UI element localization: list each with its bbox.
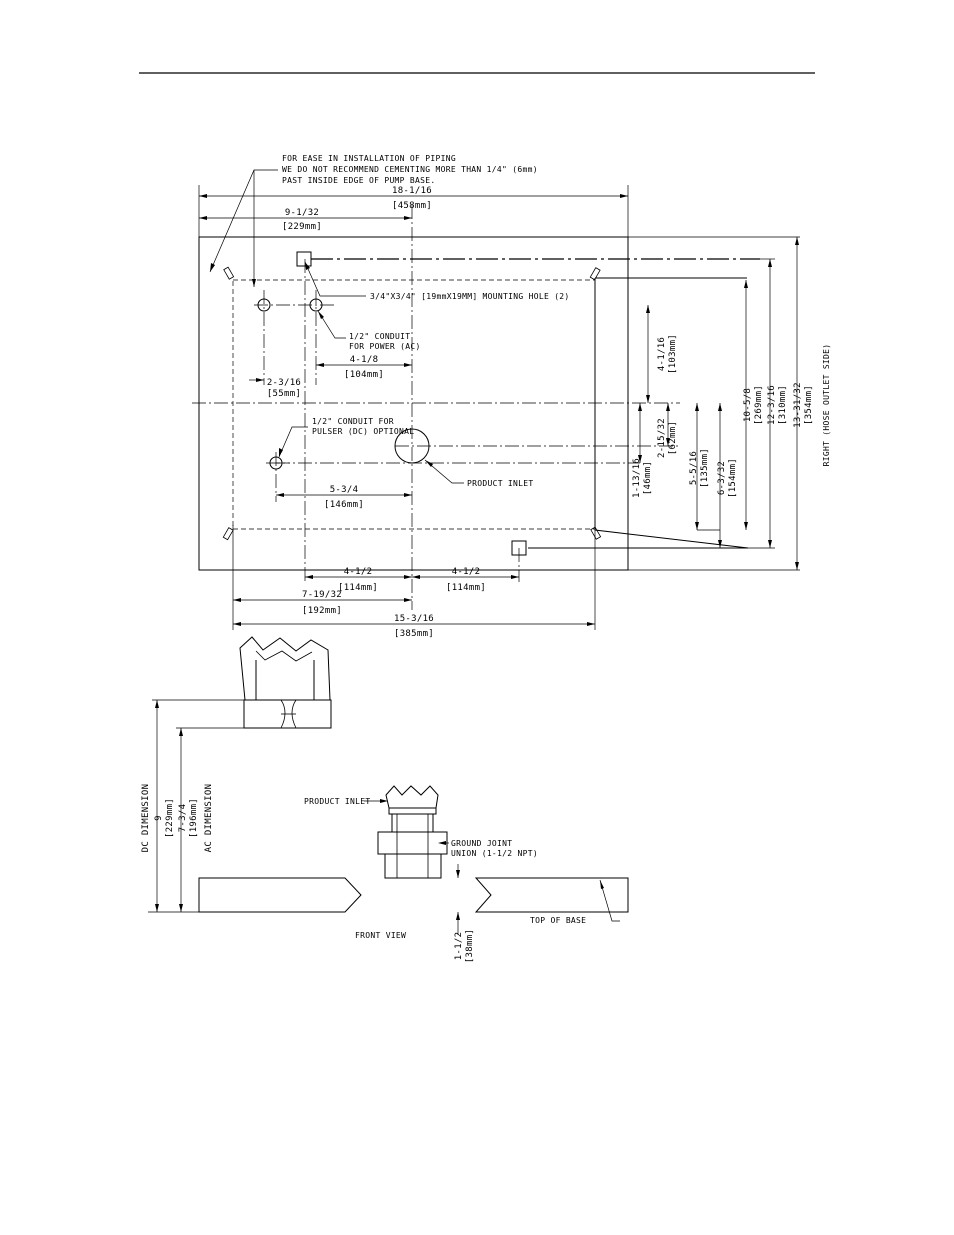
dim-inlet-offset: 2-15/32	[657, 418, 667, 458]
label-conduit-dc-2: PULSER (DC) OPTIONAL	[312, 427, 414, 436]
dim-mount-left: 4-1/2	[344, 567, 373, 577]
dim-dc-height-mm: [229mm]	[165, 798, 175, 838]
dim-inner-half: 7-19/32	[302, 590, 342, 600]
lower-pipe-break	[385, 785, 439, 809]
label-conduit-dc-1: 1/2" CONDUIT FOR	[312, 417, 394, 426]
label-top-of-base: TOP OF BASE	[530, 916, 586, 925]
label-ground-joint-2: UNION (1-1/2 NPT)	[451, 849, 538, 858]
label-ground-joint-1: GROUND JOINT	[451, 839, 512, 848]
dim-base-offset: 1-1/2	[454, 932, 464, 961]
plan-view: FOR EASE IN INSTALLATION OF PIPING WE DO…	[192, 154, 831, 639]
dim-inner-width: 15-3/16	[394, 614, 434, 624]
dim-inner-half-height-mm: [154mm]	[728, 458, 738, 498]
label-front-view: FRONT VIEW	[355, 931, 406, 940]
label-conduit-ac-1: 1/2" CONDUIT	[349, 332, 410, 341]
mounting-hole-top	[296, 251, 312, 267]
dim-overall-width: 18-1/16	[392, 186, 432, 196]
dim-hole-offset-mm: [55mm]	[267, 389, 301, 399]
dim-conduit-offset: 4-1/8	[350, 355, 379, 365]
dim-mount-vertical-mm: [135mm]	[700, 448, 710, 488]
label-product-inlet-front: PRODUCT INLET	[304, 797, 371, 806]
base-slab-right	[474, 877, 629, 913]
dim-inner-half-height: 6-3/32	[717, 461, 727, 495]
cabinet-edge-right	[594, 278, 749, 549]
label-right-side: RIGHT (HOSE OUTLET SIDE)	[822, 344, 831, 467]
dim-inlet-offset-mm: [62mm]	[668, 421, 678, 455]
dim-pulser-vertical: 1-13/16	[632, 458, 642, 498]
dim-overall-height-mm: [354mm]	[804, 385, 814, 425]
dim-overall-height: 13-31/32	[793, 382, 803, 428]
dim-pulser-offset-mm: [146mm]	[324, 500, 364, 510]
label-product-inlet-top: PRODUCT INLET	[467, 479, 534, 488]
corner-slots	[222, 266, 602, 541]
dim-inner-height: 10-5/8	[743, 388, 753, 422]
dim-hole-offset: 2-3/16	[267, 378, 301, 388]
dim-conduit-vertical-mm: [103mm]	[668, 334, 678, 374]
ground-joint-union	[377, 831, 448, 855]
label-mounting-hole: 3/4"X3/4" [19mmX19MM] MOUNTING HOLE (2)	[370, 292, 570, 301]
dim-mount-span: 12-3/16	[767, 385, 777, 425]
note-piping-3: PAST INSIDE EDGE OF PUMP BASE.	[282, 176, 436, 185]
dim-ac-height: 7-3/4	[178, 804, 188, 833]
pump-base-outline	[198, 236, 629, 571]
island-outline	[232, 279, 596, 530]
dim-ac-height-mm: [196mm]	[189, 798, 199, 838]
dim-mount-span-mm: [310mm]	[778, 385, 788, 425]
base-slab-left	[198, 877, 362, 913]
dim-half-width-mm: [229mm]	[282, 222, 322, 232]
dim-conduit-vertical: 4-1/16	[657, 337, 667, 371]
upper-pipe-break	[239, 636, 331, 701]
dim-mount-left-mm: [114mm]	[338, 583, 378, 593]
upper-union	[243, 699, 332, 729]
dim-pulser-offset: 5-3/4	[330, 485, 359, 495]
label-ac-dimension: AC DIMENSION	[204, 784, 214, 853]
dim-base-offset-mm: [38mm]	[465, 929, 475, 963]
front-view: PRODUCT INLET GROUND JOINT UNION (1-1/2 …	[141, 636, 629, 963]
dim-half-width: 9-1/32	[285, 208, 319, 218]
dim-inner-half-mm: [192mm]	[302, 606, 342, 616]
dim-inner-width-mm: [385mm]	[394, 629, 434, 639]
dim-mount-right: 4-1/2	[452, 567, 481, 577]
dim-inner-height-mm: [269mm]	[754, 385, 764, 425]
label-dc-dimension: DC DIMENSION	[141, 784, 151, 853]
note-piping-2: WE DO NOT RECOMMEND CEMENTING MORE THAN …	[282, 165, 538, 174]
dim-mount-right-mm: [114mm]	[446, 583, 486, 593]
label-conduit-ac-2: FOR POWER (AC)	[349, 342, 421, 351]
dim-overall-width-mm: [458mm]	[392, 201, 432, 211]
dim-pulser-vertical-mm: [46mm]	[643, 461, 653, 495]
dim-mount-vertical: 5-5/16	[689, 451, 699, 485]
dim-dc-height: 9	[154, 815, 164, 821]
dim-conduit-offset-mm: [104mm]	[344, 370, 384, 380]
note-piping-1: FOR EASE IN INSTALLATION OF PIPING	[282, 154, 456, 163]
